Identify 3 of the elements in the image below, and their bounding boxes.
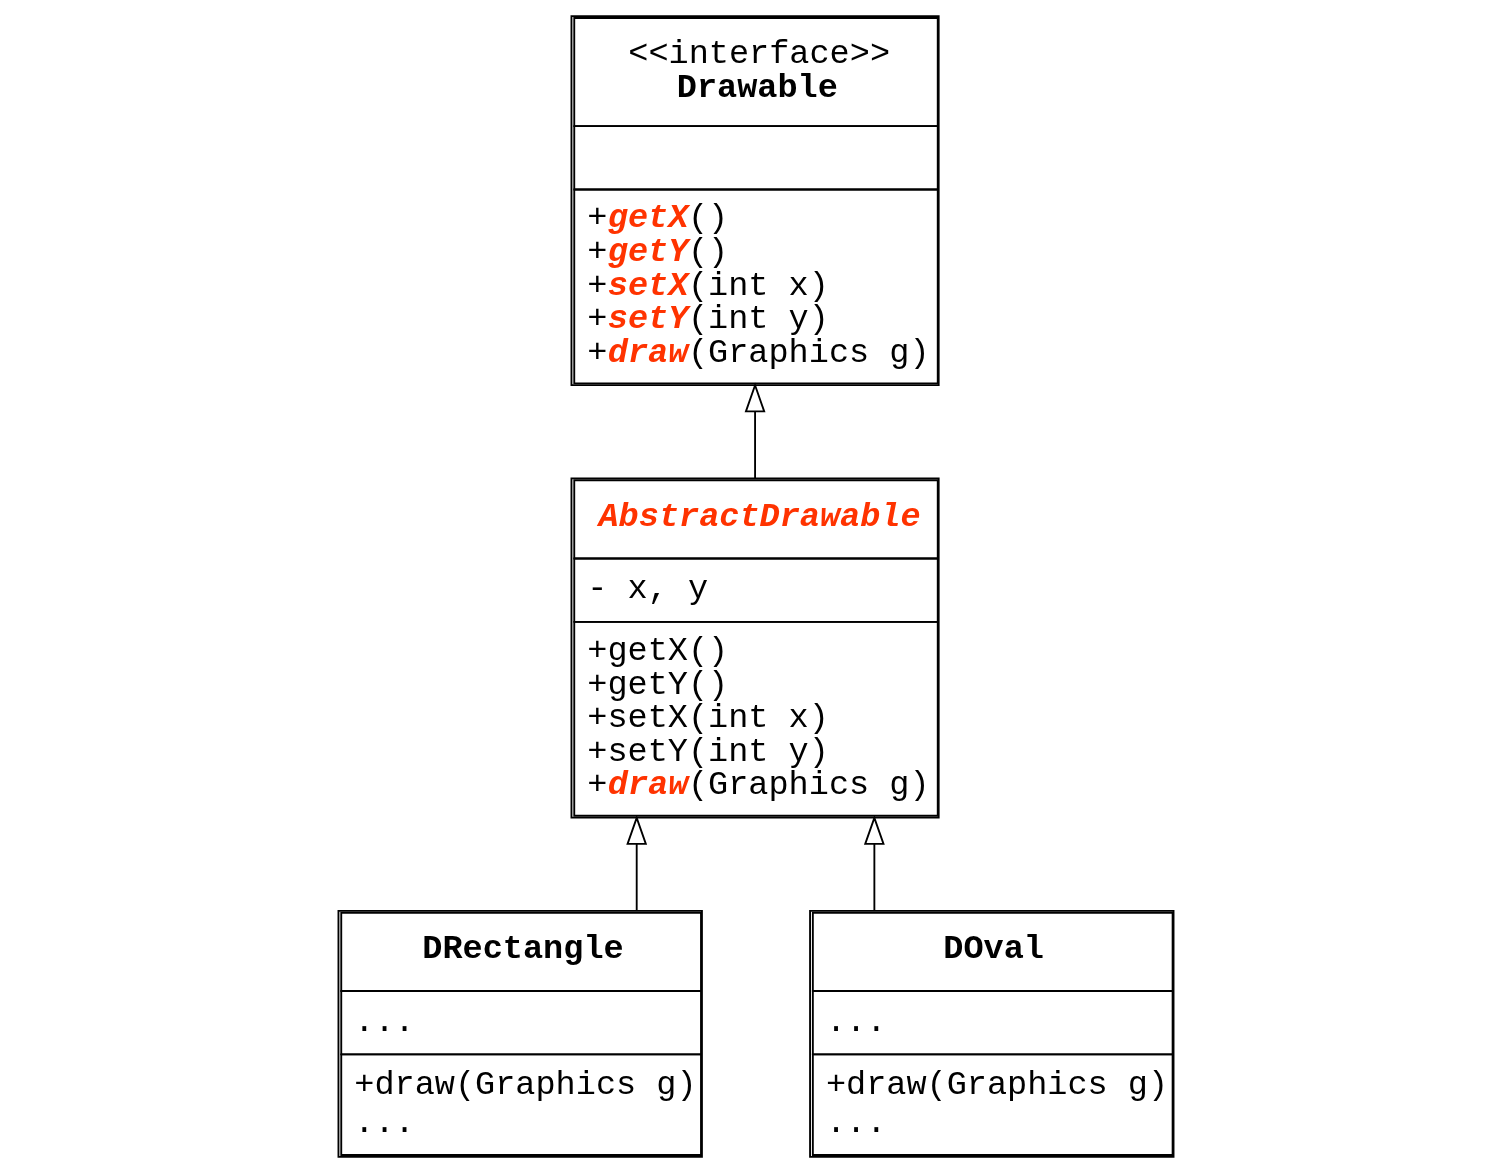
arrow bbox=[863, 815, 885, 912]
arrow bbox=[626, 815, 648, 912]
arrow bbox=[744, 382, 766, 480]
